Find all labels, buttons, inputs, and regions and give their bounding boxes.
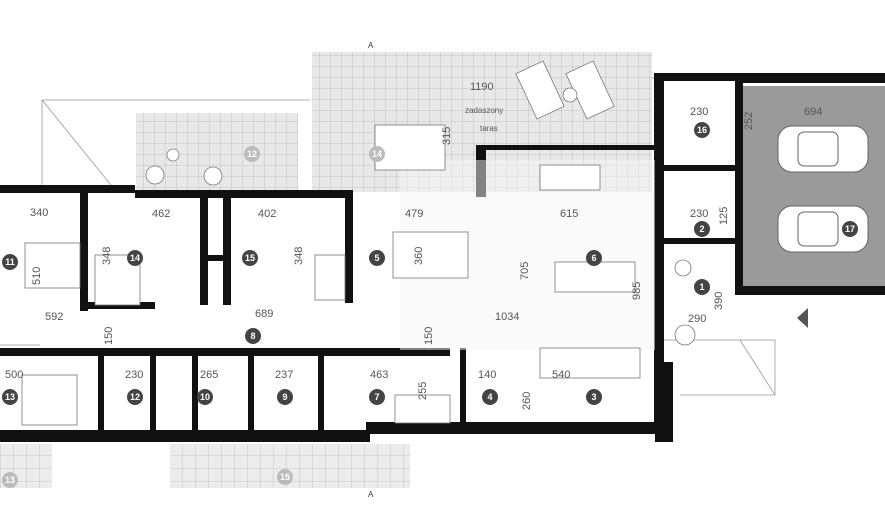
svg-text:315: 315 <box>441 127 453 145</box>
svg-text:390: 390 <box>713 292 725 310</box>
room-12-marker <box>127 389 143 405</box>
room-9-label: 9 <box>282 392 287 402</box>
garage-wall <box>735 73 885 83</box>
svg-text:402: 402 <box>258 208 276 220</box>
room-2-label: 2 <box>699 224 704 234</box>
svg-text:125: 125 <box>718 207 730 225</box>
room-5-marker <box>369 250 385 266</box>
room-13-marker <box>2 389 18 405</box>
outdoor-12-marker <box>244 146 260 162</box>
svg-text:290: 290 <box>688 313 706 325</box>
svg-text:500: 500 <box>5 369 23 381</box>
svg-text:230: 230 <box>690 106 708 118</box>
room-15-marker <box>242 250 258 266</box>
room-1-marker <box>694 279 710 295</box>
room-16-label: 16 <box>697 125 707 135</box>
svg-text:463: 463 <box>370 369 388 381</box>
svg-text:260: 260 <box>521 392 533 410</box>
svg-text:1034: 1034 <box>495 311 519 323</box>
svg-text:1190: 1190 <box>470 81 494 93</box>
room-14-label: 14 <box>130 253 140 263</box>
outdoor-13-label: 13 <box>5 475 15 485</box>
room-9-marker <box>277 389 293 405</box>
room-17-marker <box>842 221 858 237</box>
outdoor-14-label: 14 <box>372 149 382 159</box>
svg-text:zadaszony: zadaszony <box>465 106 503 115</box>
room-11-marker <box>2 254 18 270</box>
room-4-marker <box>482 389 498 405</box>
svg-text:taras: taras <box>480 124 498 133</box>
svg-text:705: 705 <box>519 262 531 280</box>
room-8-marker <box>245 328 261 344</box>
svg-text:462: 462 <box>152 208 170 220</box>
room-5-label: 5 <box>374 253 379 263</box>
svg-text:540: 540 <box>552 369 570 381</box>
dimensions: 1190 zadaszony taras 315 340 462 402 479… <box>5 81 822 410</box>
room-17-label: 17 <box>845 224 855 234</box>
svg-text:230: 230 <box>125 369 143 381</box>
svg-text:255: 255 <box>417 382 429 400</box>
svg-text:230: 230 <box>690 208 708 220</box>
room-15-label: 15 <box>245 253 255 263</box>
outdoor-14-marker <box>369 146 385 162</box>
svg-text:140: 140 <box>478 369 496 381</box>
svg-text:A: A <box>368 41 374 50</box>
svg-text:265: 265 <box>200 369 218 381</box>
svg-text:689: 689 <box>255 308 273 320</box>
svg-text:A: A <box>368 490 374 499</box>
svg-text:985: 985 <box>631 282 643 300</box>
room-10-label: 10 <box>200 392 210 402</box>
car-icon <box>777 205 869 253</box>
room-4-label: 4 <box>487 392 492 402</box>
svg-text:479: 479 <box>405 208 423 220</box>
room-3-label: 3 <box>591 392 596 402</box>
svg-text:150: 150 <box>103 327 115 345</box>
room-2-marker <box>694 221 710 237</box>
room-16-marker <box>694 122 710 138</box>
room-1-label: 1 <box>699 282 704 292</box>
svg-text:592: 592 <box>45 311 63 323</box>
svg-text:348: 348 <box>293 247 305 265</box>
svg-text:252: 252 <box>743 112 755 130</box>
outdoor-15-marker <box>277 469 293 485</box>
room-12-label: 12 <box>130 392 140 402</box>
room-13-label: 13 <box>5 392 15 402</box>
car-icon <box>777 125 869 173</box>
outdoor-15-label: 15 <box>280 472 290 482</box>
svg-text:615: 615 <box>560 208 578 220</box>
room-6-label: 6 <box>591 253 596 263</box>
svg-text:360: 360 <box>413 247 425 265</box>
room-11-label: 11 <box>5 257 15 267</box>
garage <box>742 86 885 286</box>
section-arrow-icon <box>797 308 808 328</box>
room-8-label: 8 <box>250 331 255 341</box>
room-14-marker <box>127 250 143 266</box>
room-10-marker <box>197 389 213 405</box>
svg-text:237: 237 <box>275 369 293 381</box>
room-7-label: 7 <box>374 392 379 402</box>
svg-text:348: 348 <box>101 247 113 265</box>
walls <box>0 73 744 442</box>
room-3-marker <box>586 389 602 405</box>
svg-text:150: 150 <box>423 327 435 345</box>
svg-text:340: 340 <box>30 207 48 219</box>
svg-text:510: 510 <box>31 267 43 285</box>
room-7-marker <box>369 389 385 405</box>
outdoor-12-label: 12 <box>247 149 257 159</box>
furniture <box>21 60 696 426</box>
svg-text:694: 694 <box>804 106 822 118</box>
section-marks: A A <box>368 41 808 499</box>
room-6-marker <box>586 250 602 266</box>
outdoor-13-marker <box>2 472 18 488</box>
